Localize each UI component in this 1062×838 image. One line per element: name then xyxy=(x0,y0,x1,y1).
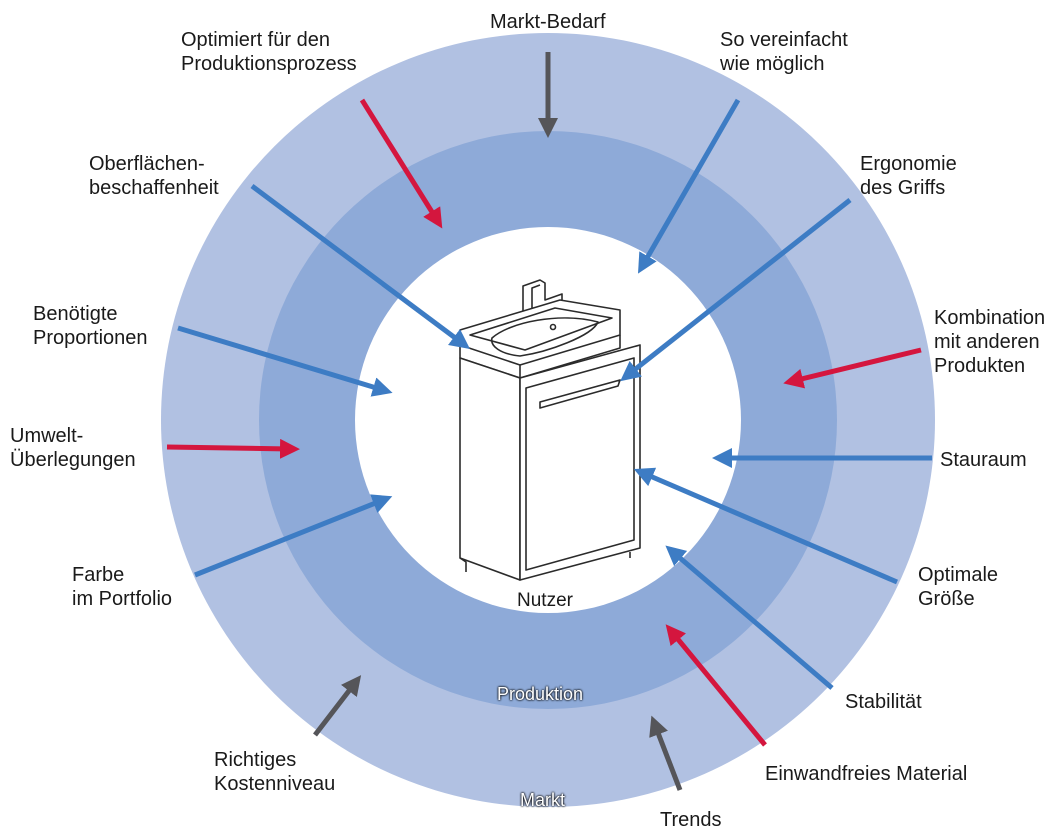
label-stabilitaet: Stabilität xyxy=(845,691,922,713)
label-stauraum: Stauraum xyxy=(940,449,1027,471)
washbasin-cabinet-illustration xyxy=(459,279,641,581)
arrow-material xyxy=(665,624,767,747)
label-farbe: Farbe im Portfolio xyxy=(72,564,173,610)
label-oberflaeche: Oberflächen- beschaffenheit xyxy=(89,153,219,199)
arrow-ergonomie xyxy=(620,198,852,382)
label-umwelt: Umwelt- Überlegungen xyxy=(10,425,136,471)
arrow-optimiert xyxy=(359,98,443,229)
label-kombination: Kombination mit anderen Produkten xyxy=(934,307,1046,377)
middle-ring-label-produktion: Produktion xyxy=(497,684,584,704)
center-label-nutzer: Nutzer xyxy=(517,590,573,611)
arrows xyxy=(166,52,932,791)
arrow-trends xyxy=(649,715,683,791)
arrow-farbe xyxy=(194,494,393,578)
label-kosten: Richtiges Kostenniveau xyxy=(214,749,336,795)
label-proportionen: Benötigte Proportionen xyxy=(33,303,148,349)
arrow-stabilitaet xyxy=(665,545,834,690)
label-optimiert: Optimiert für den Produktionsprozess xyxy=(181,29,357,75)
arrow-proportionen xyxy=(177,325,393,397)
label-ergonomie: Ergonomie des Griffs xyxy=(860,153,957,199)
outer-ring-label-markt: Markt xyxy=(520,790,565,810)
label-vereinfacht: So vereinfacht wie möglich xyxy=(720,29,848,75)
label-markt-bedarf: Markt-Bedarf xyxy=(490,11,606,33)
arrow-oberflaeche xyxy=(250,183,471,349)
label-material: Einwandfreies Material xyxy=(765,763,968,785)
arrow-umwelt xyxy=(166,438,300,459)
arrow-kosten xyxy=(313,675,362,737)
arrow-kombination xyxy=(783,347,922,389)
label-trends: Trends xyxy=(660,809,722,831)
label-groesse: Optimale Größe xyxy=(918,564,999,610)
arrow-groesse xyxy=(633,467,898,585)
arrow-vereinfacht xyxy=(638,98,741,274)
